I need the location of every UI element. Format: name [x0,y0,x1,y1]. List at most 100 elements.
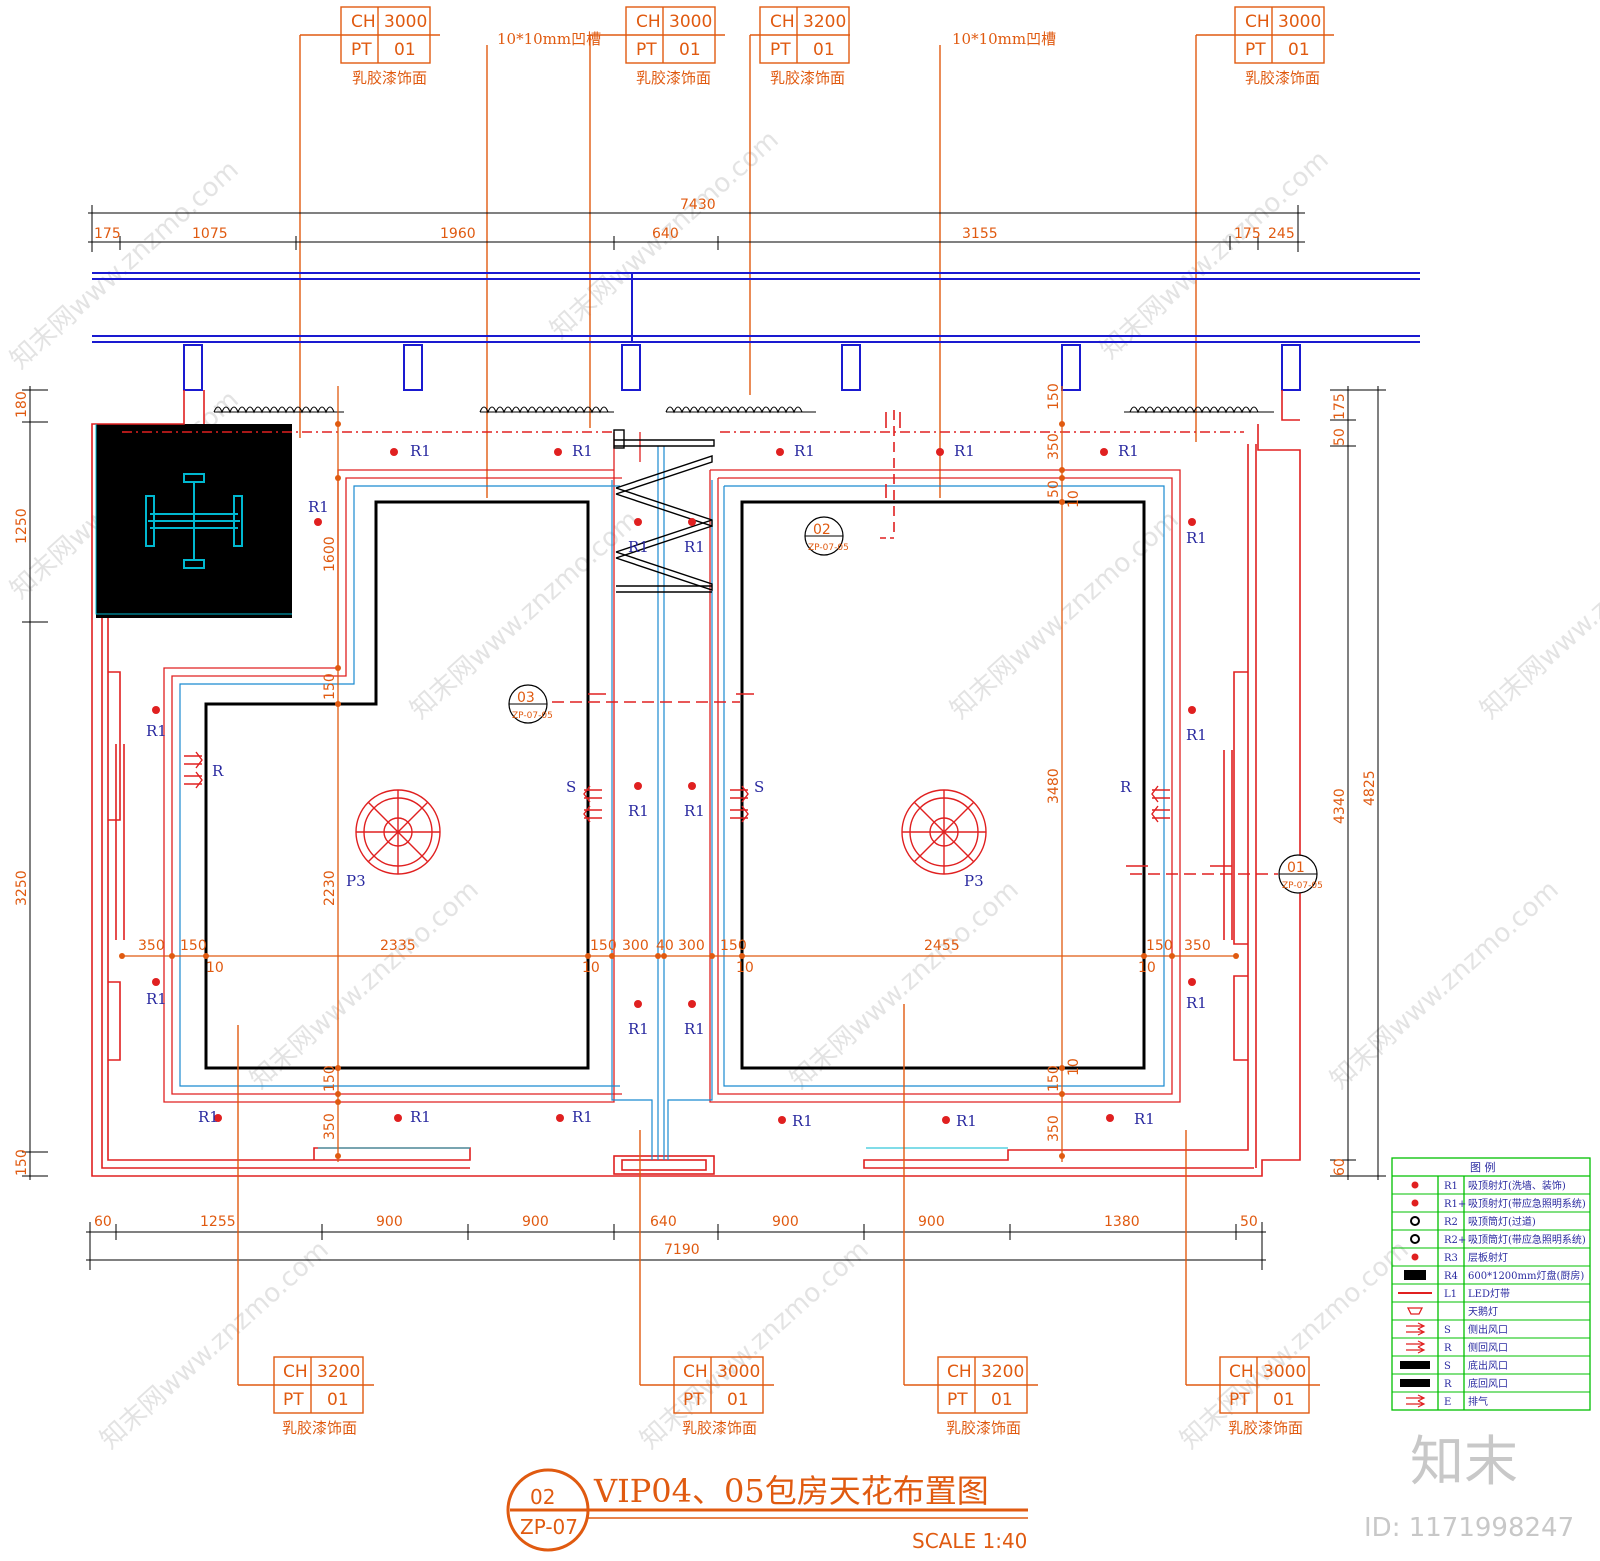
dim-horizontal: 150 [720,938,747,954]
title-section-number: 02 [530,1485,555,1509]
ceiling-tag[interactable] [1195,6,1334,442]
downlight-icon [688,782,696,790]
watermark-text: 知末网www.znzmo.com [245,875,485,1095]
legend-description: 侧回风口 [1468,1341,1508,1354]
tag-ch-value: 3000 [669,12,712,32]
legend-description: 吸顶筒灯(带应急照明系统) [1468,1233,1586,1246]
downlight-icon [634,782,642,790]
ceiling-tag[interactable] [1185,1130,1320,1414]
ceiling-tag[interactable] [589,6,725,428]
downlight-icon [394,1114,402,1122]
bottom-tags [237,1004,1320,1414]
legend-code: S [1444,1361,1451,1372]
tag-ch-key: CH [1245,12,1270,32]
ceiling-tag[interactable] [639,1130,774,1414]
downlight-icon [936,448,944,456]
chandelier-label: P3 [346,872,366,890]
ceiling-tag[interactable] [237,1025,374,1414]
supply-vent-icon [583,785,602,823]
legend-code: R2+ [1444,1235,1466,1246]
return-vent-icon [1151,785,1170,823]
air-vent-icon [1406,1322,1426,1336]
tag-ch-value: 3000 [1278,12,1321,32]
legend-description: 底出风口 [1468,1359,1508,1372]
dim-inner: 2230 [322,870,338,906]
tag-pt-value: 01 [1273,1390,1295,1410]
light-label: R1 [1118,442,1139,460]
light-label: R1 [954,442,975,460]
tag-ch-value: 3200 [981,1362,1024,1382]
legend-description: LED灯带 [1468,1288,1510,1300]
tag-pt-key: PT [947,1390,968,1410]
chandelier-left [355,789,441,875]
legend-description: 吸顶射灯(洗墙、装饰) [1468,1179,1566,1192]
legend-code: R3 [1444,1253,1458,1264]
pendant-lamp-icon [1406,1307,1424,1315]
tag-pt-key: PT [351,40,372,60]
recessed-light-icon [1410,1234,1420,1244]
dim-left: 3250 [14,870,30,906]
floor-vent-icon [1400,1379,1430,1387]
legend-code: R [1444,1343,1452,1354]
dim-top-total: 7430 [680,197,716,213]
section-bubble-03[interactable]: 03 ZP-07-05 [508,684,553,724]
tag-ch-key: CH [351,12,376,32]
bottom-tag-texts: CH 3200 PT 01 乳胶漆饰面 CH 3000 PT 01 乳胶漆饰面 … [282,1362,1306,1437]
light-label: R1 [684,802,705,820]
light-label: R1 [146,722,167,740]
vent-label: R [1120,778,1132,796]
dim-inner: 10 [1066,1058,1082,1076]
dim-bottom: 1255 [200,1214,236,1230]
section-bubble-01[interactable]: 01 ZP-07-05 [1278,854,1323,894]
legend-description: 侧出风口 [1468,1323,1508,1336]
dim-horizontal: 350 [138,938,165,954]
legend-code: R [1444,1379,1452,1390]
light-label: R1 [684,1020,705,1038]
tag-pt-value: 01 [727,1390,749,1410]
legend-description: 层板射灯 [1468,1251,1508,1264]
downlight-icon [554,448,562,456]
dim-horizontal-small: 10 [206,960,224,976]
tag-ch-value: 3000 [384,12,427,32]
bottom-dimension-texts: 60 1255 900 900 640 900 900 1380 50 7190 [94,1214,1258,1258]
air-vents [184,751,1170,823]
dim-horizontal: 150 [590,938,617,954]
title-section-ref: ZP-07 [520,1515,578,1539]
tag-label: 乳胶漆饰面 [946,1419,1021,1437]
legend-code: S [1444,1325,1451,1336]
dim-left: 1250 [14,508,30,544]
tag-label: 乳胶漆饰面 [770,69,845,87]
dim-top: 640 [652,226,679,242]
section-number: 03 [517,690,535,706]
dim-top: 1075 [192,226,228,242]
tag-pt-key: PT [683,1390,704,1410]
dim-inner: 150 [1046,383,1062,410]
light-label: R1 [794,442,815,460]
chandelier-right [901,789,987,875]
ceiling-panel-left [204,500,590,1070]
section-bubble-02[interactable]: 02 ZP-07-05 [804,516,849,556]
tag-pt-value: 01 [991,1390,1013,1410]
structure-beams [92,272,1420,391]
dim-inner: 350 [1046,433,1062,460]
section-ref: ZP-07-05 [512,711,553,721]
light-label: R1 [1186,994,1207,1012]
ceiling-panel-right [740,500,1146,1070]
downlight-icon [1100,448,1108,456]
dim-right: 60 [1332,1158,1348,1176]
legend-description: 排气 [1468,1395,1488,1408]
light-label: R1 [628,802,649,820]
cyan-trim [95,424,1008,1149]
ceiling-tag[interactable] [903,1004,1038,1414]
light-label: R1 [628,538,649,556]
downlight-icon [214,1114,222,1122]
dim-inner: 150 [1046,1065,1062,1092]
curtain [1124,406,1274,414]
tag-label: 乳胶漆饰面 [636,69,711,87]
tag-ch-value: 3200 [803,12,846,32]
section-markers [534,410,1278,875]
brand-id: ID: 1171998247 [1364,1513,1574,1543]
ceiling-tag[interactable] [299,6,440,438]
walls [91,390,1301,1177]
